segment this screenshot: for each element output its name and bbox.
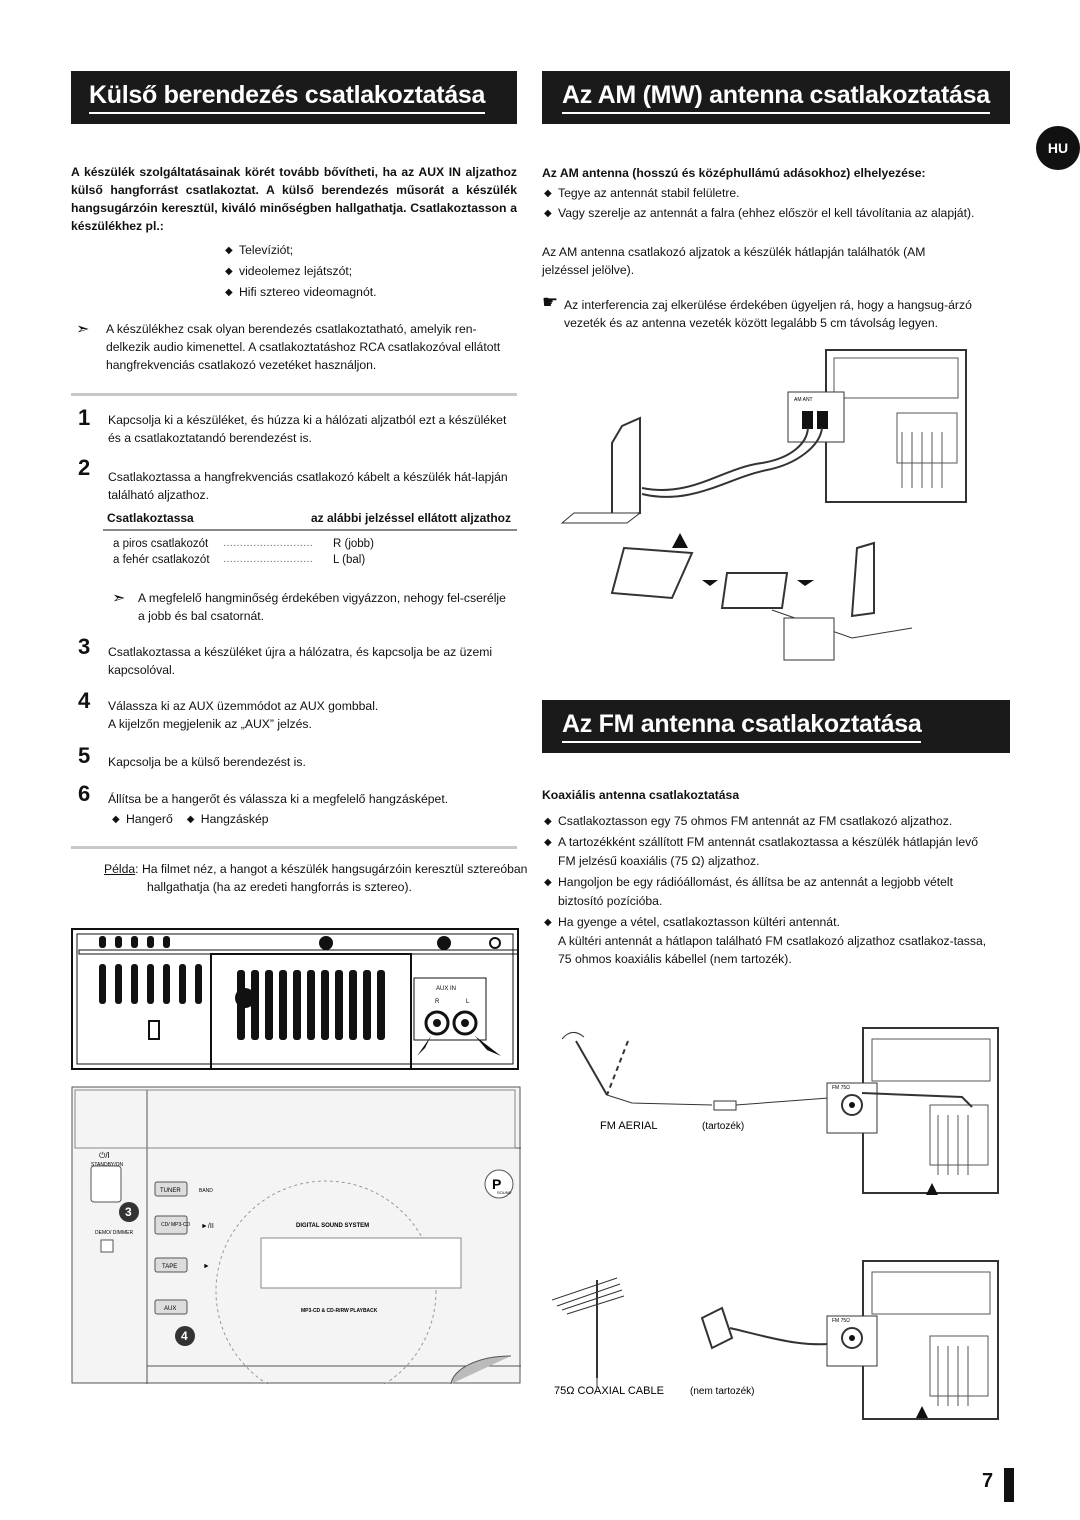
note-arrow-icon: ➣: [112, 590, 126, 607]
sound-item: Hangerő: [112, 810, 173, 829]
step-text: Kapcsolja ki a készüléket, és húzza ki a…: [108, 413, 507, 445]
fm-section-title: Az FM antenna csatlakoztatása: [562, 710, 922, 743]
left-section-title: Külső berendezés csatlakoztatása: [89, 81, 485, 114]
svg-text:TUNER: TUNER: [160, 1188, 181, 1194]
am-section-title: Az AM (MW) antenna csatlakoztatása: [562, 81, 990, 114]
svg-text:CD/ MP3-CD: CD/ MP3-CD: [161, 1222, 191, 1228]
am-ant-label: AM ANT: [794, 397, 813, 403]
fm-bullets: Csatlakoztasson egy 75 ohmos FM antennát…: [544, 812, 994, 968]
note-arrow-icon: ➣: [76, 321, 90, 338]
sound-items: Hangerő Hangzáskép: [112, 810, 269, 829]
fm-aerial-note: (tartozék): [702, 1121, 744, 1132]
fm-bullet: Ha gyenge a vétel, csatlakoztasson külté…: [544, 913, 994, 932]
page-number-bar: [1004, 1468, 1014, 1502]
step-number: 2: [78, 455, 91, 480]
device-list: Televíziót; videolemez lejátszót; Hifi s…: [225, 241, 485, 302]
fm-section-title-bar: Az FM antenna csatlakoztatása: [542, 700, 1010, 753]
table-header: az alábbi jelzéssel ellátott aljzathoz: [310, 511, 511, 525]
svg-text:►/II: ►/II: [201, 1223, 214, 1230]
table-row: a piros csatlakozót ……………………… R (jobb): [113, 538, 374, 550]
step-number: 1: [78, 405, 91, 430]
am-subtitle: Az AM antenna (hosszú és középhullámú ad…: [542, 166, 926, 180]
fm-bullet: Hangoljon be egy rádióállomást, és állít…: [544, 873, 994, 911]
step-text: Csatlakoztassa a hangfrekvenciás csatlak…: [108, 470, 508, 502]
fm-paragraph: A kültéri antennát a hátlapon található …: [558, 934, 987, 966]
am-note-block: ☛ Az interferencia zaj elkerülése érdeké…: [542, 292, 1012, 332]
note-block-2: ➣ A megfelelő hangminőség érdekében vigy…: [112, 589, 516, 625]
pointing-hand-icon: ☛: [542, 292, 559, 312]
aux-in-label: AUX IN: [436, 986, 456, 992]
step-text: A kijelzőn megjelenik az „AUX” jelzés.: [108, 717, 312, 731]
front-panel-illustration: ⏻/I STANDBY/ON 3 DEMO/ DIMMER TUNER BAND…: [71, 1086, 521, 1402]
example-text: : Ha filmet néz, a hangot a készülék han…: [135, 862, 528, 894]
callout-3: 3: [125, 1205, 132, 1219]
svg-text:DIGITAL SOUND SYSTEM: DIGITAL SOUND SYSTEM: [296, 1223, 369, 1229]
coax-note: (nem tartozék): [690, 1386, 754, 1397]
divider: [71, 846, 517, 849]
fm-bullet: Csatlakoztasson egy 75 ohmos FM antennát…: [544, 812, 994, 831]
device-item: Televíziót;: [225, 241, 485, 260]
am-bullet: Vagy szerelje az antennát a falra (ehhez…: [544, 204, 984, 223]
left-section-title-bar: Külső berendezés csatlakoztatása: [71, 71, 517, 124]
svg-text:DEMO/ DIMMER: DEMO/ DIMMER: [95, 1230, 133, 1236]
fm-aerial-illustration: FM AERIAL (tartozék) FM 75Ω: [552, 1025, 1002, 1225]
svg-text:AUX: AUX: [164, 1306, 176, 1312]
am-bullets: Tegye az antennát stabil felületre. Vagy…: [544, 184, 984, 223]
note-text: A megfelelő hangminőség érdekében vigyáz…: [138, 591, 506, 623]
svg-text:BAND: BAND: [199, 1188, 213, 1194]
fm-bullet: A tartozékként szállított FM antennát cs…: [544, 833, 994, 871]
svg-text:SOUND: SOUND: [497, 1190, 512, 1195]
page-number: 7: [982, 1470, 994, 1492]
step-text: Kapcsolja be a külső berendezést is.: [108, 755, 306, 769]
note-text: A készülékhez csak olyan berendezés csat…: [106, 322, 501, 372]
svg-text:R: R: [435, 999, 440, 1005]
step-number: 5: [78, 743, 91, 768]
callout-4: 4: [181, 1329, 188, 1343]
coax-illustration: 75Ω COAXIAL CABLE (nem tartozék) FM 75Ω: [551, 1258, 1002, 1428]
sound-item: Hangzáskép: [187, 810, 269, 829]
svg-text:FM 75Ω: FM 75Ω: [832, 1318, 850, 1324]
step-text: Állítsa be a hangerőt és válassza ki a m…: [108, 792, 449, 806]
am-bullet: Tegye az antennát stabil felületre.: [544, 184, 984, 203]
language-badge: HU: [1036, 126, 1080, 170]
step-text: Csatlakoztassa a készüléket újra a hálóz…: [108, 645, 493, 677]
fm-subtitle: Koaxiális antenna csatlakoztatása: [542, 788, 740, 802]
note-block: ➣ A készülékhez csak olyan berendezés cs…: [76, 320, 516, 374]
svg-text:L: L: [466, 999, 470, 1005]
svg-text:TAPE: TAPE: [162, 1264, 177, 1270]
table-row: a fehér csatlakozót ……………………… L (bal): [113, 554, 366, 566]
table-header: Csatlakoztassa: [107, 511, 194, 525]
svg-text:MP3-CD & CD-R/RW PLAYBACK: MP3-CD & CD-R/RW PLAYBACK: [301, 1308, 378, 1314]
step-text: Válassza ki az AUX üzemmódot az AUX gomb…: [108, 699, 379, 713]
step-number: 6: [78, 781, 91, 806]
svg-text:⏻/I: ⏻/I: [99, 1151, 110, 1160]
coax-label: 75Ω COAXIAL CABLE: [554, 1385, 664, 1397]
am-note-text: Az interferencia zaj elkerülése érdekébe…: [564, 298, 972, 330]
device-item: Hifi sztereo videomagnót.: [225, 283, 485, 302]
svg-text:STANDBY/ON: STANDBY/ON: [91, 1162, 124, 1168]
svg-text:FM 75Ω: FM 75Ω: [832, 1085, 850, 1091]
fm-aerial-label: FM AERIAL: [600, 1120, 657, 1132]
am-section-title-bar: Az AM (MW) antenna csatlakoztatása: [542, 71, 1010, 124]
device-item: videolemez lejátszót;: [225, 262, 485, 281]
step-number: 4: [78, 688, 91, 713]
am-paragraph: Az AM antenna csatlakozó aljzatok a kész…: [542, 245, 926, 277]
svg-text:►: ►: [203, 1263, 210, 1270]
example-label: Példa: [104, 862, 136, 876]
example-block: Példa: Ha filmet néz, a hangot a készülé…: [104, 860, 557, 896]
step-number: 3: [78, 634, 91, 659]
left-intro: A készülék szolgáltatásainak körét továb…: [71, 165, 517, 233]
divider: [71, 393, 517, 396]
svg-text:P: P: [492, 1176, 501, 1192]
am-antenna-illustration: AM ANT: [552, 348, 992, 678]
connection-table: Csatlakoztassa az alábbi jelzéssel ellát…: [103, 511, 517, 566]
rear-panel-illustration: AUX IN R L: [71, 928, 520, 1070]
